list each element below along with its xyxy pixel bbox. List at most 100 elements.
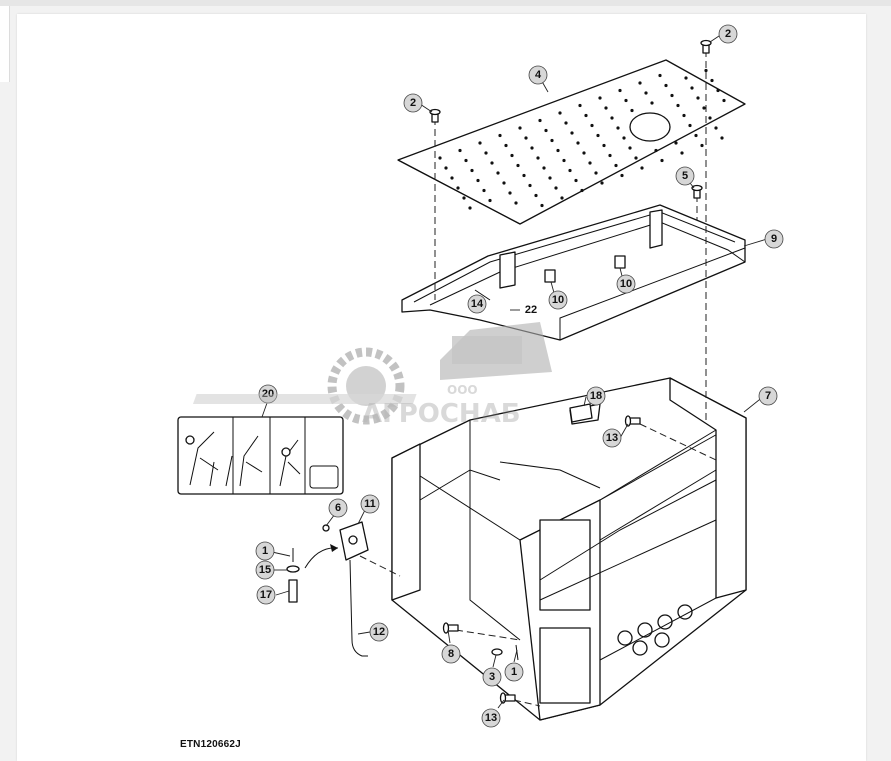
callout-13: 13 bbox=[481, 708, 501, 728]
plate-hole bbox=[708, 116, 712, 120]
plate-hole bbox=[562, 158, 566, 163]
plate-hole bbox=[542, 166, 546, 170]
svg-text:2: 2 bbox=[725, 28, 731, 40]
svg-text:2: 2 bbox=[410, 97, 416, 109]
callout-1: 1 bbox=[504, 662, 524, 682]
svg-text:8: 8 bbox=[448, 648, 454, 660]
plate-hole bbox=[714, 126, 718, 130]
plate-hole bbox=[710, 78, 714, 83]
svg-text:6: 6 bbox=[335, 502, 341, 514]
svg-text:9: 9 bbox=[771, 233, 777, 245]
plate-hole bbox=[534, 193, 538, 198]
watermark-prefix: ООО bbox=[447, 383, 478, 397]
plate-hole bbox=[554, 186, 558, 190]
plate-hole bbox=[638, 81, 642, 85]
plate-hole bbox=[660, 158, 664, 163]
callout-2: 2 bbox=[718, 24, 738, 44]
plate-hole bbox=[696, 96, 700, 100]
plate-hole bbox=[450, 176, 454, 180]
plate-hole bbox=[700, 143, 704, 148]
plate-hole bbox=[518, 126, 522, 130]
plate-hole bbox=[578, 103, 582, 108]
plate-hole bbox=[618, 88, 622, 93]
plate-hole bbox=[604, 106, 608, 110]
plate-hole bbox=[564, 121, 568, 125]
callout-7: 7 bbox=[758, 386, 778, 406]
plate-hole bbox=[496, 171, 500, 175]
plate-hole bbox=[536, 156, 540, 160]
plate-hole bbox=[458, 148, 462, 153]
plate-hole bbox=[644, 91, 648, 95]
plate-hole bbox=[654, 148, 658, 153]
plate-hole bbox=[622, 136, 626, 140]
plate-hole bbox=[620, 173, 624, 178]
svg-text:10: 10 bbox=[620, 278, 632, 290]
plate-hole bbox=[702, 106, 706, 110]
plate-hole bbox=[482, 188, 486, 193]
plate-hole bbox=[600, 181, 604, 185]
plate-hole bbox=[502, 181, 506, 185]
callout-1: 1 bbox=[255, 541, 275, 561]
callout-10: 10 bbox=[616, 274, 636, 294]
warning-decal bbox=[177, 416, 344, 495]
callout-18: 18 bbox=[586, 386, 606, 406]
latch-assembly bbox=[286, 521, 369, 657]
main-frame bbox=[391, 377, 747, 721]
plate-hole bbox=[680, 151, 684, 155]
plate-hole bbox=[476, 178, 480, 183]
svg-text:22: 22 bbox=[525, 304, 537, 316]
plate-hole bbox=[468, 206, 472, 210]
svg-text:18: 18 bbox=[590, 390, 602, 402]
plate-hole bbox=[464, 158, 468, 163]
svg-text:20: 20 bbox=[262, 388, 274, 400]
svg-text:11: 11 bbox=[364, 498, 376, 510]
plate-hole bbox=[630, 108, 634, 113]
callout-17: 17 bbox=[256, 585, 276, 605]
plate-hole bbox=[594, 171, 598, 175]
plate-hole bbox=[596, 133, 600, 138]
plate-hole bbox=[530, 146, 534, 150]
callout-5: 5 bbox=[675, 166, 695, 186]
plate-hole bbox=[658, 73, 662, 78]
plate-hole bbox=[548, 176, 552, 180]
callout-13: 13 bbox=[602, 428, 622, 448]
middle-frame bbox=[401, 204, 746, 341]
plate-hole bbox=[640, 166, 644, 170]
callout-labels: 22459101014227181320611115171283113 bbox=[255, 24, 784, 728]
plate-hole bbox=[508, 191, 512, 195]
figure-id: ETN120662J bbox=[180, 739, 241, 750]
plate-hole bbox=[690, 86, 694, 90]
left-panel-edge bbox=[0, 6, 10, 82]
svg-text:13: 13 bbox=[485, 712, 497, 724]
plate-hole bbox=[560, 196, 564, 200]
plate-hole bbox=[538, 118, 542, 123]
top-plate bbox=[397, 59, 746, 225]
plate-hole bbox=[722, 98, 726, 103]
plate-hole bbox=[688, 123, 692, 128]
svg-text:1: 1 bbox=[262, 545, 268, 557]
svg-text:3: 3 bbox=[489, 671, 495, 683]
plate-hole bbox=[478, 141, 482, 145]
plate-hole bbox=[602, 143, 606, 148]
plate-hole bbox=[628, 146, 632, 150]
callout-11: 11 bbox=[360, 494, 380, 514]
plate-hole bbox=[720, 136, 724, 140]
callout-8: 8 bbox=[441, 644, 461, 664]
callout-14: 14 bbox=[467, 294, 487, 314]
plate-hole bbox=[574, 178, 578, 183]
plate-hole bbox=[588, 161, 592, 165]
plate-hole bbox=[544, 128, 548, 133]
plate-hole bbox=[550, 138, 554, 143]
plate-hole bbox=[462, 196, 466, 200]
plate-hole bbox=[576, 141, 580, 145]
callout-2: 2 bbox=[403, 93, 423, 113]
callout-12: 12 bbox=[369, 622, 389, 642]
svg-text:1: 1 bbox=[511, 666, 517, 678]
callout-3: 3 bbox=[482, 667, 502, 687]
svg-text:15: 15 bbox=[259, 564, 271, 576]
plate-hole bbox=[614, 163, 618, 168]
plate-hole bbox=[488, 198, 492, 203]
plate-hole bbox=[456, 186, 460, 190]
svg-text:13: 13 bbox=[606, 432, 618, 444]
svg-text:17: 17 bbox=[260, 589, 272, 601]
